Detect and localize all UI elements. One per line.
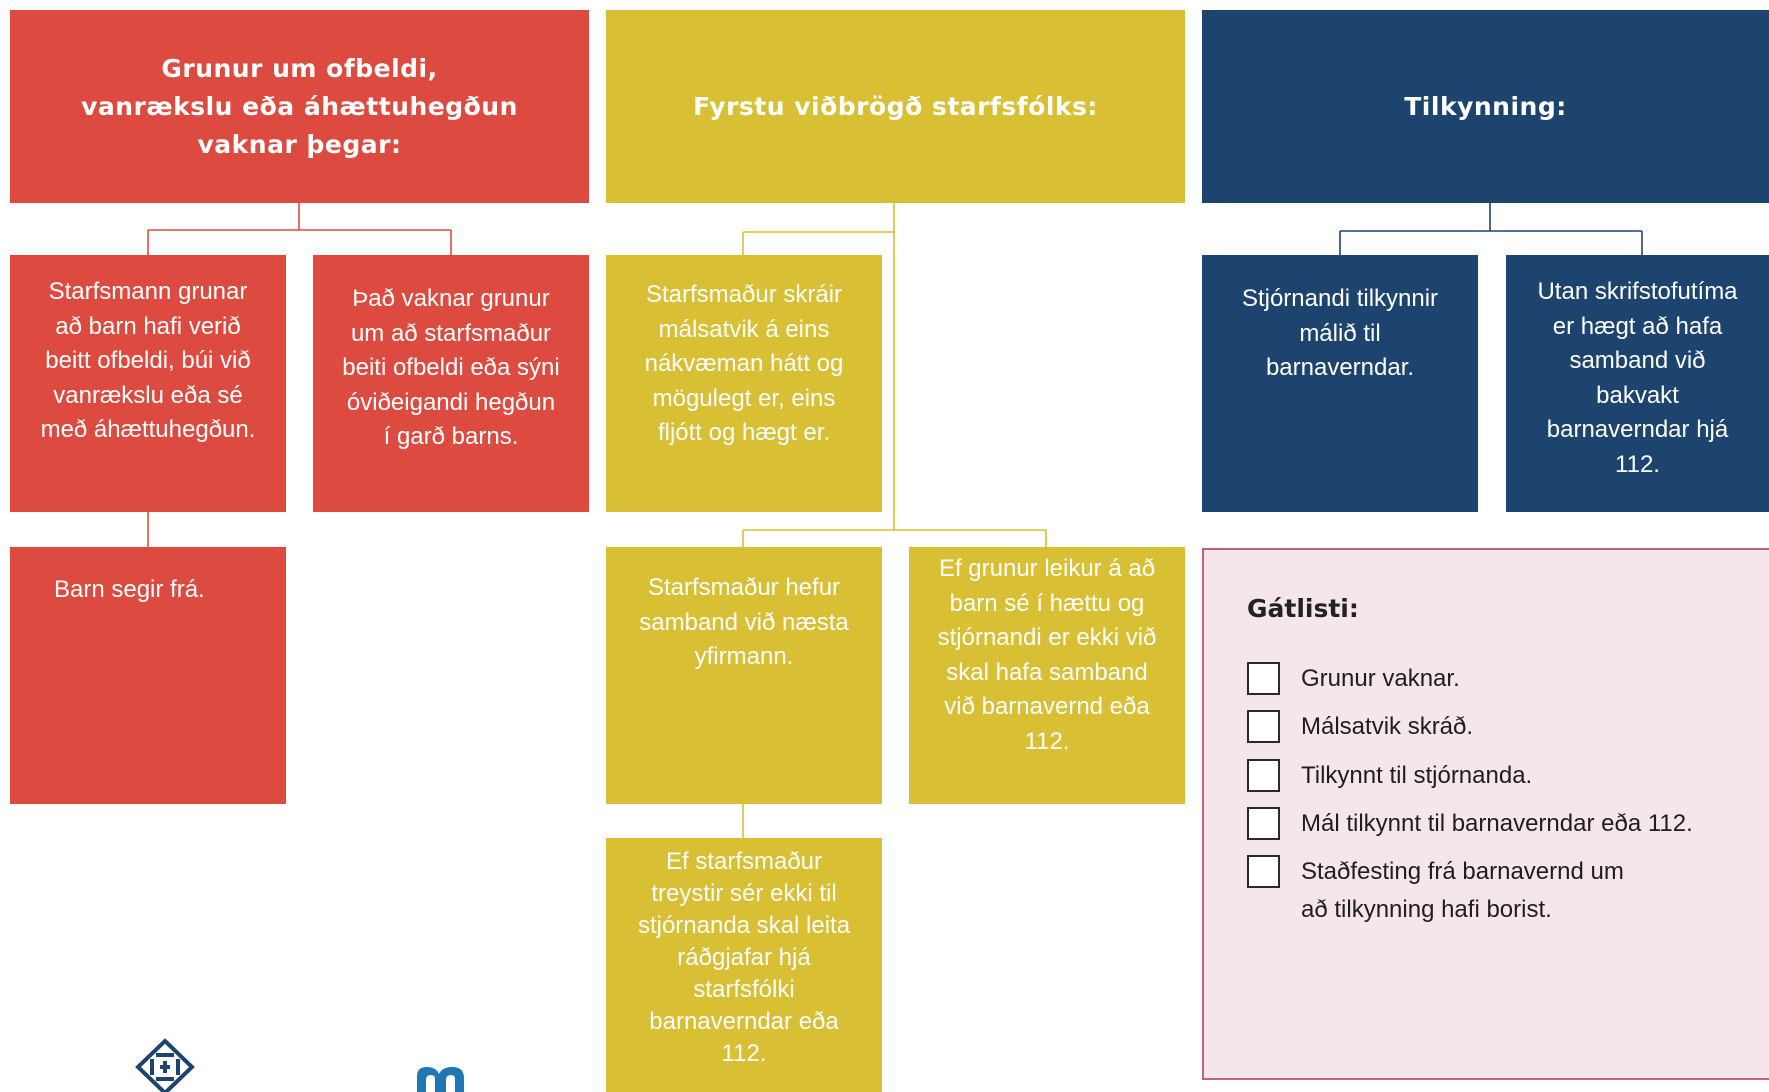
red-connectors: [147, 203, 452, 547]
checklist-item: Staðfesting frá barnavernd um að tilkynn…: [1247, 853, 1624, 929]
checklist-item-label: Tilkynnt til stjórnanda.: [1301, 762, 1533, 789]
m-letter-logo-icon: [417, 1067, 464, 1092]
checklist-item-label: Málsatvik skráð.: [1301, 713, 1474, 740]
checklist-item-label: Mál tilkynnt til barnaverndar eða 112.: [1301, 810, 1693, 837]
checklist-item-label: Grunur vaknar.: [1301, 665, 1460, 692]
yellow-connectors: [742, 203, 1047, 838]
checklist-item: Tilkynnt til stjórnanda.: [1247, 757, 1532, 795]
navy-connectors: [1339, 203, 1643, 255]
checkbox[interactable]: [1247, 710, 1280, 743]
suspicion-header: Grunur um ofbeldi, vanrækslu eða áhættuh…: [10, 10, 589, 203]
report-card-after-hours: Utan skrifstofutíma er hægt að hafa samb…: [1506, 255, 1769, 512]
checklist-item: Málsatvik skráð.: [1247, 708, 1473, 746]
checkbox[interactable]: [1247, 759, 1280, 792]
checklist-title: Gátlisti:: [1247, 594, 1359, 623]
suspicion-card-child-tells: Barn segir frá.: [10, 547, 286, 804]
response-header-text: Fyrstu viðbrögð starfsfólks:: [693, 91, 1098, 121]
checklist-item: Grunur vaknar.: [1247, 660, 1460, 698]
checklist-item: Mál tilkynnt til barnaverndar eða 112.: [1247, 805, 1693, 843]
suspicion-header-text: Grunur um ofbeldi, vanrækslu eða áhættuh…: [81, 53, 518, 159]
checklist-panel: Gátlisti: Grunur vaknar. Málsatvik skráð…: [1202, 548, 1769, 1080]
report-header: Tilkynning:: [1202, 10, 1769, 203]
response-card-record: Starfsmaður skráir málsatvik á eins nákv…: [606, 255, 882, 512]
checkbox[interactable]: [1247, 807, 1280, 840]
response-card-child-in-danger: Ef grunur leikur á að barn sé í hættu og…: [909, 547, 1185, 804]
report-header-text: Tilkynning:: [1404, 91, 1567, 121]
response-card-no-trust: Ef starfsmaður treystir sér ekki til stj…: [606, 838, 882, 1092]
report-card-manager: Stjórnandi tilkynnir málið til barnavern…: [1202, 255, 1478, 512]
suspicion-card-staff-conduct: Það vaknar grunur um að starfsmaður beit…: [313, 255, 589, 512]
checkbox[interactable]: [1247, 662, 1280, 695]
checklist-item-label: Staðfesting frá barnavernd um að tilkynn…: [1301, 858, 1624, 923]
response-card-contact-supervisor: Starfsmaður hefur samband við næsta yfir…: [606, 547, 882, 804]
checkbox[interactable]: [1247, 855, 1280, 888]
response-header: Fyrstu viðbrögð starfsfólks:: [606, 10, 1185, 203]
suspicion-card-employee: Starfsmann grunar að barn hafi verið bei…: [10, 255, 286, 512]
church-cross-logo-icon: [135, 1038, 195, 1092]
